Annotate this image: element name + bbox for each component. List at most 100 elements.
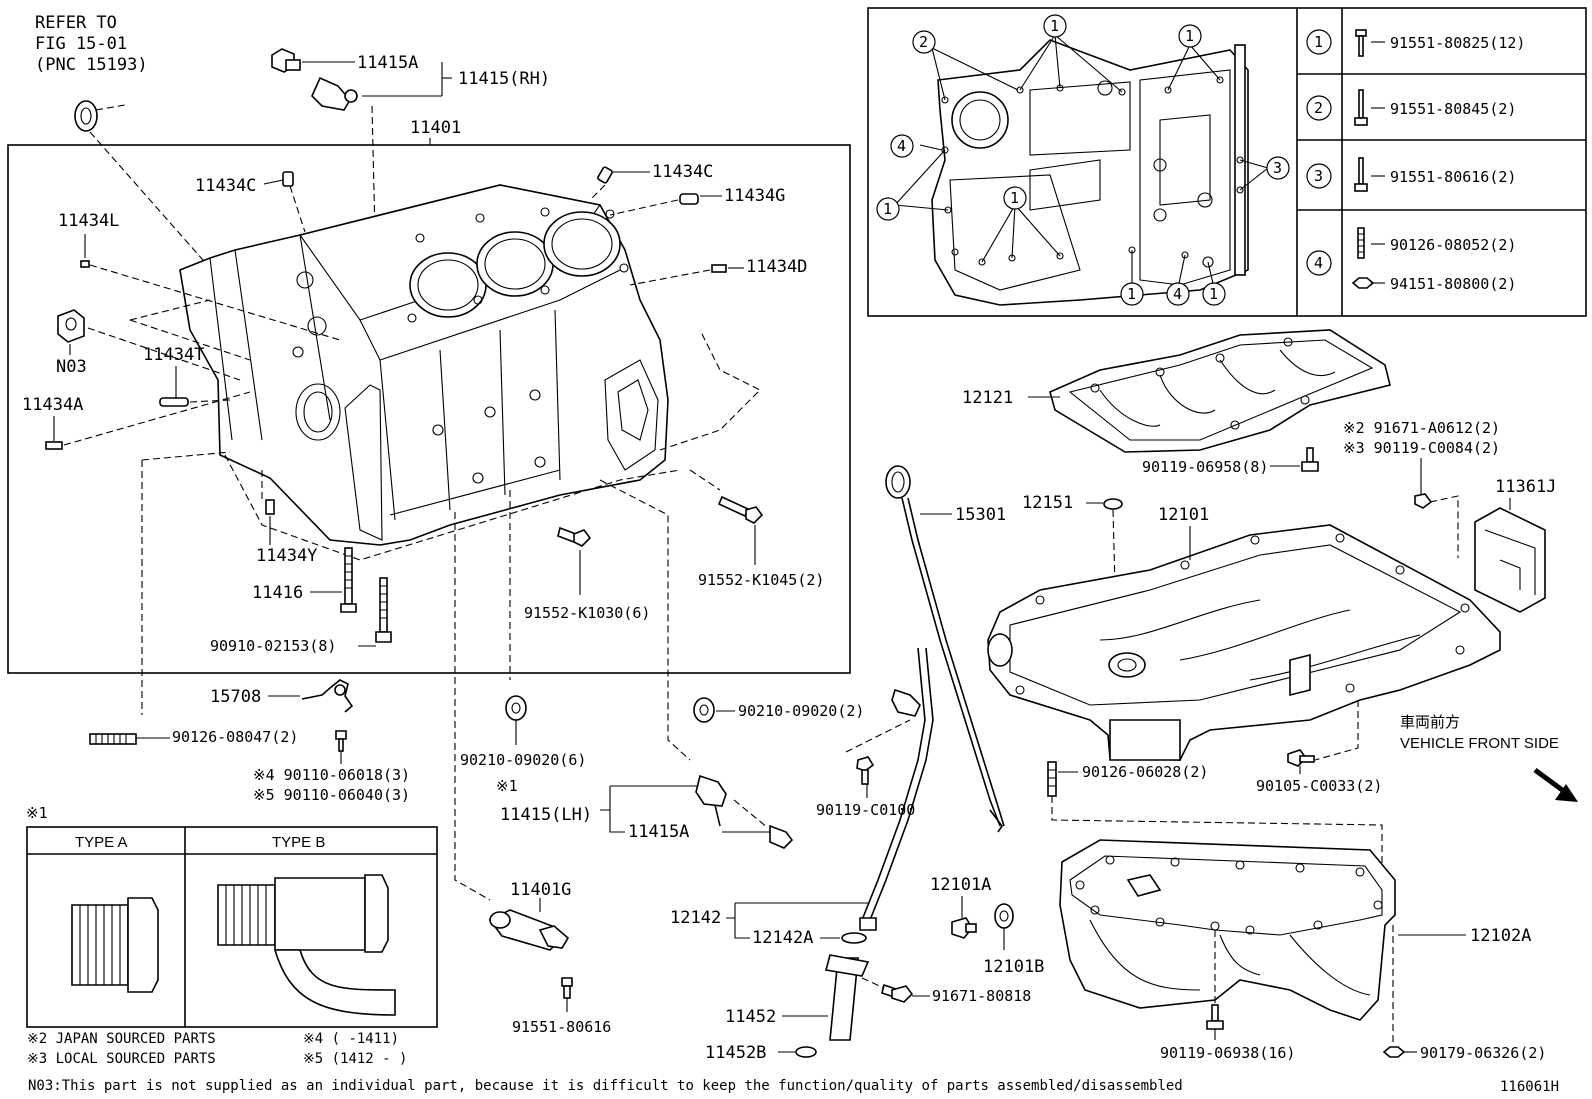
- cylinder-block: [179, 184, 669, 546]
- legend-num-4: 4: [1314, 254, 1323, 272]
- legend-num-3: 3: [1314, 167, 1323, 185]
- note-star5: ※5 (1412 - ): [303, 1051, 407, 1067]
- legend-part-1: 91551-80825(12): [1390, 34, 1525, 52]
- refer-note: REFER TO FIG 15-01 (PNC 15193): [35, 13, 148, 75]
- legend-part-4b: 94151-80800(2): [1390, 275, 1516, 293]
- label-90119-06958: 90119-06958(8): [1142, 458, 1268, 476]
- bolt-legend-table: 1 91551-80825(12) 2 91551-80845(2) 3 915…: [1306, 29, 1525, 293]
- bolt-90119-06958: [1301, 447, 1319, 472]
- type-box-ref: ※1: [26, 804, 48, 822]
- label-90126-06028: 90126-06028(2): [1082, 763, 1208, 781]
- label-11434C-left: 11434C: [195, 176, 256, 196]
- callout-4: 4: [1173, 285, 1182, 303]
- nut-90179-06326: [1382, 925, 1406, 1058]
- label-12142A: 12142A: [752, 928, 813, 948]
- bolt-91671-80818: [861, 977, 914, 1003]
- note-n03: N03:This part is not supplied as an indi…: [28, 1078, 1183, 1094]
- bolt-location-inset: [867, 7, 1587, 317]
- block-small-parts: [45, 166, 727, 515]
- label-11434A: 11434A: [22, 395, 83, 415]
- label-12121: 12121: [962, 388, 1013, 408]
- label-90126-08047: 90126-08047(2): [172, 728, 298, 746]
- label-11452B: 11452B: [705, 1043, 766, 1063]
- label-91552-K1030: 91552-K1030(6): [524, 604, 650, 622]
- bolt-91552-K1045: [717, 495, 764, 565]
- bolt-90105-C0033: [1287, 700, 1359, 774]
- label-11415RH: 11415(RH): [458, 69, 550, 89]
- label-91671-80818: 91671-80818: [932, 987, 1031, 1005]
- block-dash-lines: [63, 184, 761, 901]
- type-box: TYPE A TYPE B: [26, 826, 438, 1028]
- label-90110-06018: ※4 90110-06018(3): [253, 766, 410, 784]
- gasket-12101B: [994, 903, 1014, 950]
- bolt-90119-C0100: [845, 719, 911, 798]
- callout-4: 4: [897, 137, 906, 155]
- gasket-90210-2: [693, 697, 715, 723]
- label-90210-09020-2: 90210-09020(2): [738, 702, 864, 720]
- callout-1: 1: [1185, 27, 1194, 45]
- label-11434C-right: 11434C: [652, 162, 713, 182]
- callout-1: 1: [1127, 285, 1136, 303]
- inset-callouts: 2 1 1 4 1 1 3 1 4 1: [876, 14, 1290, 306]
- label-90119-06938: 90119-06938(16): [1160, 1044, 1295, 1062]
- label-11415A-top: 11415A: [357, 53, 418, 73]
- label-11401: 11401: [410, 118, 461, 138]
- callout-1: 1: [883, 200, 892, 218]
- knock-sensor-rh: [271, 48, 452, 236]
- bolt-90119-06938: [1206, 1004, 1224, 1040]
- refer-line1: REFER TO: [35, 13, 117, 33]
- label-11416: 11416: [252, 583, 303, 603]
- label-90119-C0084: ※3 90119-C0084(2): [1343, 439, 1500, 457]
- label-11415LH: 11415(LH): [500, 805, 592, 825]
- label-90179-06326: 90179-06326(2): [1420, 1044, 1546, 1062]
- oil-jet-15708: [301, 679, 354, 713]
- callout-3: 3: [1273, 159, 1282, 177]
- label-90110-06040: ※5 90110-06040(3): [253, 786, 410, 804]
- legend-num-2: 2: [1314, 99, 1323, 117]
- figure-number: 116061H: [1500, 1079, 1559, 1095]
- vehicle-front-en: VEHICLE FRONT SIDE: [1400, 735, 1559, 752]
- stud-90126-08047: [89, 733, 137, 745]
- label-11434L: 11434L: [58, 211, 119, 231]
- label-15301: 15301: [955, 505, 1006, 525]
- drain-plug-12101A: [951, 896, 977, 939]
- legend-part-3: 91551-80616(2): [1390, 168, 1516, 186]
- legend-num-1: 1: [1314, 33, 1323, 51]
- label-91551-80616: 91551-80616: [512, 1018, 611, 1036]
- refer-line3: (PNC 15193): [35, 55, 148, 75]
- label-15708: 15708: [210, 687, 261, 707]
- label-90210-09020-6: 90210-09020(6): [460, 751, 586, 769]
- type-a-label: TYPE A: [75, 834, 128, 851]
- baffle-plate-12121: [1049, 329, 1391, 453]
- dipstick-15301: [885, 465, 1005, 833]
- vehicle-front-jp: 車両前方: [1400, 714, 1460, 731]
- label-11434D: 11434D: [746, 257, 807, 277]
- dipstick-guide: [795, 647, 934, 1058]
- knock-sensor-lh: [695, 774, 794, 849]
- seal-part: [74, 100, 211, 269]
- label-90119-C0100: 90119-C0100: [816, 801, 915, 819]
- stud-90126-06028: [1047, 761, 1383, 900]
- label-12101: 12101: [1158, 505, 1209, 525]
- label-91552-K1045: 91552-K1045(2): [698, 571, 824, 589]
- front-arrow-icon: [1533, 767, 1578, 802]
- crank-sensor-11401G: [488, 898, 573, 1012]
- label-12101A: 12101A: [930, 875, 991, 895]
- callout-1: 1: [1010, 189, 1019, 207]
- note-star4: ※4 ( -1411): [303, 1031, 399, 1047]
- label-12101B: 12101B: [983, 957, 1044, 977]
- label-11361J: 11361J: [1495, 477, 1556, 497]
- type-b-label: TYPE B: [272, 834, 325, 851]
- cover-11361J: [1474, 507, 1546, 613]
- refer-line2: FIG 15-01: [35, 34, 127, 54]
- gasket-90210-6: [505, 695, 527, 745]
- oil-pan-upper-12101: [987, 524, 1501, 761]
- label-90910-02153: 90910-02153(8): [210, 637, 336, 655]
- bolt-91671-A0612: [1414, 458, 1459, 558]
- bolt-91552-K1030: [557, 526, 592, 595]
- label-11415A-bottom: 11415A: [628, 822, 689, 842]
- bolt-90110: [335, 730, 347, 764]
- legend-part-2: 91551-80845(2): [1390, 100, 1516, 118]
- label-11434G: 11434G: [724, 186, 785, 206]
